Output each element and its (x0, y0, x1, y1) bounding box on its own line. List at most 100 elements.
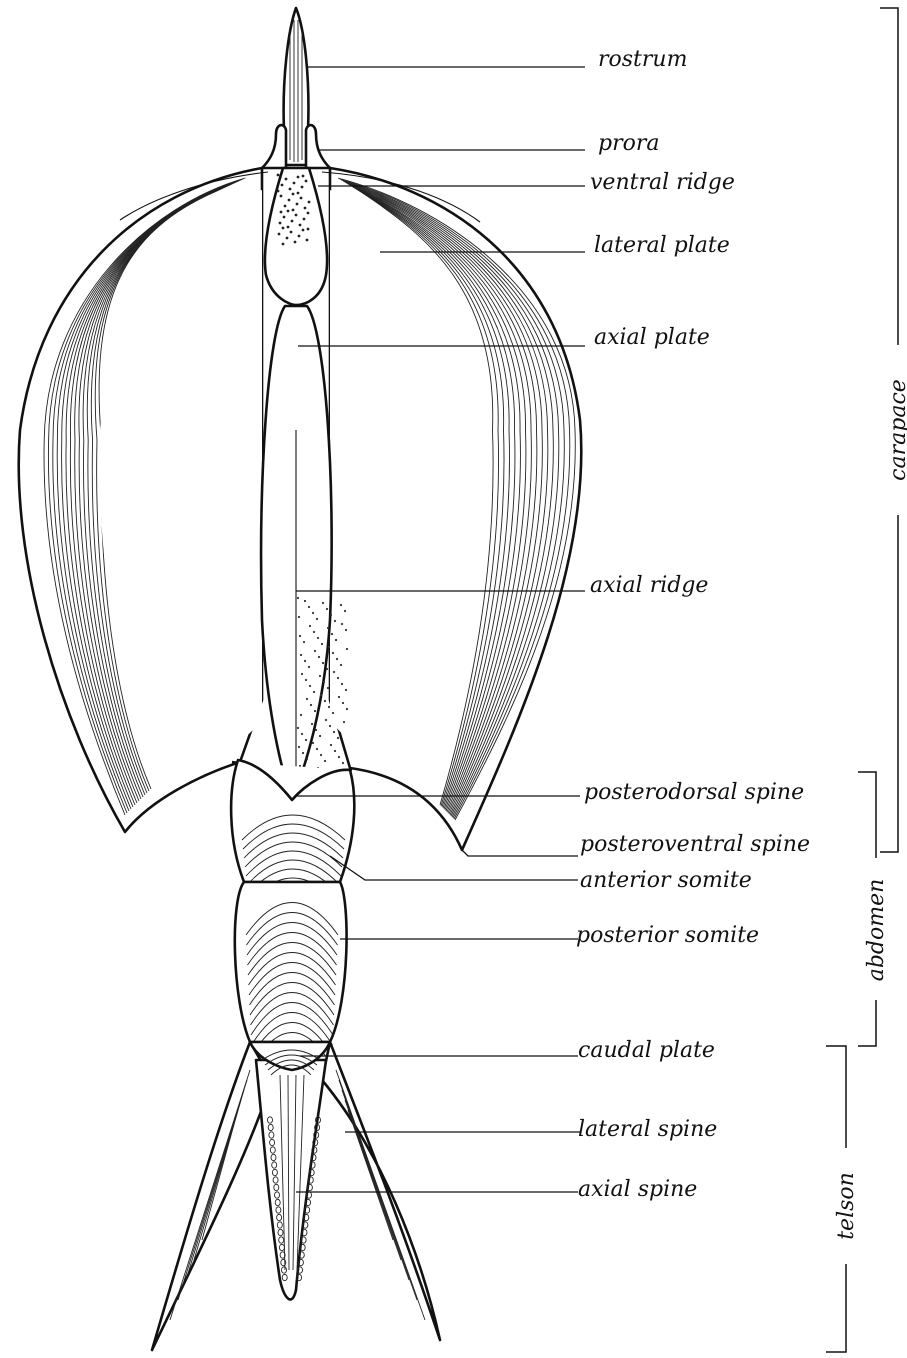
hatch-mark (309, 625, 311, 627)
hatch-mark (277, 174, 280, 177)
hatch-mark (281, 184, 284, 187)
group-label-abdomen: abdomen (864, 879, 889, 982)
hatch-mark (330, 744, 332, 746)
hatch-mark (343, 721, 345, 723)
hatch-mark (304, 660, 306, 662)
hatch-mark (311, 723, 313, 725)
hatch-mark (326, 668, 328, 670)
label-prora: prora (598, 131, 659, 156)
hatch-mark (340, 664, 342, 666)
hatch-mark (297, 192, 300, 195)
hatch-mark (320, 694, 322, 696)
hatch-mark (308, 666, 310, 668)
hatch-mark (297, 176, 300, 179)
hatch-mark (332, 652, 334, 654)
hatch-mark (346, 648, 348, 650)
hatch-mark (292, 193, 295, 196)
hatch-mark (292, 209, 295, 212)
hatch-mark (307, 228, 310, 231)
hatch-mark (297, 597, 299, 599)
hatch-mark (342, 702, 344, 704)
group-label-telson: telson (834, 1172, 859, 1240)
hatch-mark (302, 752, 304, 754)
hatch-mark (278, 233, 281, 236)
hatch-mark (286, 237, 289, 240)
hatch-mark (287, 210, 290, 213)
hatch-mark (279, 222, 282, 225)
hatch-mark (319, 675, 321, 677)
label-posterior-somite: posterior somite (576, 923, 759, 948)
group-label-carapace: carapace (886, 379, 907, 481)
hatch-mark (285, 178, 288, 181)
hatch-mark (310, 704, 312, 706)
hatch-mark (300, 197, 303, 200)
hatch-mark (342, 762, 344, 764)
carapace-bracket: carapace (880, 8, 907, 852)
hatch-mark (325, 719, 327, 721)
hatch-mark (316, 748, 318, 750)
hatch-mark (328, 646, 330, 648)
hatch-mark (306, 698, 308, 700)
hatch-mark (299, 224, 302, 227)
hatch-mark (345, 1100, 401, 1260)
hatch-mark (313, 631, 315, 633)
hatch-mark (280, 211, 283, 214)
hatch-mark (341, 683, 343, 685)
hatch-mark (322, 602, 324, 604)
hatch-mark (307, 212, 310, 215)
hatch-mark (320, 754, 322, 756)
hatch-mark (296, 203, 299, 206)
label-ventral-ridge: ventral ridge (590, 170, 735, 195)
hatch-mark (337, 677, 339, 679)
hatch-mark (330, 614, 332, 616)
label-lateral-spine: lateral spine (578, 1117, 717, 1142)
hatch-mark (333, 731, 335, 733)
hatch-mark (345, 629, 347, 631)
hatch-mark (301, 186, 304, 189)
hatch-mark (341, 623, 343, 625)
label-anterior-somite: anterior somite (580, 868, 752, 893)
hatch-mark (291, 220, 294, 223)
hatch-mark (329, 725, 331, 727)
hatch-mark (319, 735, 321, 737)
hatch-mark (312, 742, 314, 744)
label-axial-ridge: axial ridge (590, 573, 708, 598)
hatch-mark (346, 708, 348, 710)
hatch-mark (340, 604, 342, 606)
abdomen-bracket: abdomen (858, 772, 889, 1046)
hatch-mark (305, 180, 308, 183)
hatch-mark (308, 606, 310, 608)
hatch-mark (290, 231, 293, 234)
hatch-mark (303, 641, 305, 643)
hatch-mark (302, 175, 305, 178)
hatch-mark (334, 620, 336, 622)
hatch-mark (308, 201, 311, 204)
hatch-mark (345, 689, 347, 691)
hatch-mark (294, 241, 297, 244)
hatch-mark (301, 733, 303, 735)
hatch-mark (322, 662, 324, 664)
hatch-mark (336, 1070, 425, 1320)
hatch-mark (327, 687, 329, 689)
hatch-mark (289, 188, 292, 191)
hatch-mark (312, 612, 314, 614)
axial-spine-shape (256, 1060, 326, 1299)
hatch-mark (327, 627, 329, 629)
anterior-axial-knob (265, 168, 327, 305)
hatch-mark (298, 616, 300, 618)
hatch-mark (338, 756, 340, 758)
label-lateral-plate: lateral plate (594, 233, 730, 258)
hatch-mark (288, 199, 291, 202)
hatch-mark (287, 226, 290, 229)
hatch-mark (336, 658, 338, 660)
left-lateral-spine-shape (152, 1042, 272, 1350)
hatch-mark (324, 700, 326, 702)
hatch-mark (280, 195, 283, 198)
label-caudal-plate: caudal plate (578, 1038, 715, 1063)
hatch-mark (282, 243, 285, 246)
hatch-mark (301, 673, 303, 675)
hatch-mark (304, 207, 307, 210)
hatch-mark (339, 1080, 417, 1300)
hatch-mark (305, 739, 307, 741)
hatch-mark (314, 710, 316, 712)
